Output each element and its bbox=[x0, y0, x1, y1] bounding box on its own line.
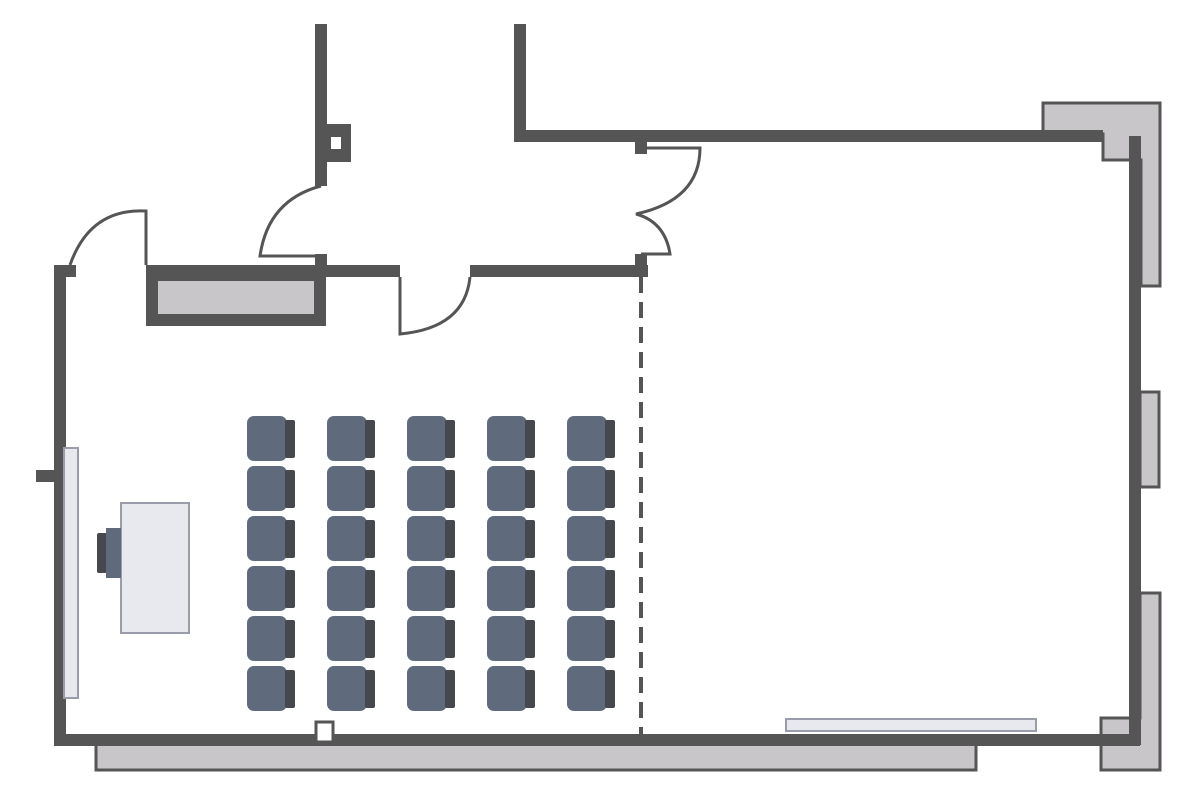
chair-icon bbox=[487, 666, 535, 711]
chair-icon bbox=[487, 616, 535, 661]
chair-icon bbox=[567, 566, 615, 611]
walls bbox=[36, 24, 1141, 746]
chair-icon bbox=[407, 566, 455, 611]
whiteboard-icon bbox=[63, 447, 79, 699]
chair-icon bbox=[247, 416, 295, 461]
corridor-pillar-inner bbox=[331, 137, 341, 149]
chair-icon bbox=[247, 516, 295, 561]
chair-icon bbox=[327, 516, 375, 561]
chair-icon bbox=[247, 666, 295, 711]
chair-icon bbox=[567, 516, 615, 561]
chair-icon bbox=[407, 466, 455, 511]
chair-icon bbox=[327, 566, 375, 611]
chair-icon bbox=[247, 616, 295, 661]
chair-icon bbox=[487, 416, 535, 461]
chair-icon bbox=[327, 416, 375, 461]
storage-cabinet bbox=[146, 269, 326, 326]
chair-icon bbox=[567, 616, 615, 661]
chair-icon bbox=[407, 516, 455, 561]
window-panel-right-mid bbox=[1138, 390, 1161, 489]
chair-icon bbox=[487, 566, 535, 611]
door-icon bbox=[68, 209, 148, 266]
chair-icon bbox=[327, 666, 375, 711]
chair-icon bbox=[487, 516, 535, 561]
chair-icon bbox=[407, 666, 455, 711]
chair-icon bbox=[567, 466, 615, 511]
chair-icon bbox=[407, 616, 455, 661]
desk-icon bbox=[120, 502, 190, 634]
chair-icon bbox=[247, 466, 295, 511]
chair-icon bbox=[97, 528, 121, 578]
chair-icon bbox=[327, 466, 375, 511]
chair-icon bbox=[407, 416, 455, 461]
door-icon bbox=[398, 276, 472, 336]
student-seating bbox=[247, 416, 615, 711]
bottom-post-cap bbox=[314, 720, 335, 744]
door-icon bbox=[635, 146, 702, 256]
chair-icon bbox=[247, 566, 295, 611]
chair-icon bbox=[487, 466, 535, 511]
doors bbox=[68, 146, 702, 336]
door-icon bbox=[258, 184, 322, 258]
whiteboard-icon bbox=[785, 718, 1037, 732]
chair-icon bbox=[567, 416, 615, 461]
chair-icon bbox=[567, 666, 615, 711]
chair-icon bbox=[327, 616, 375, 661]
